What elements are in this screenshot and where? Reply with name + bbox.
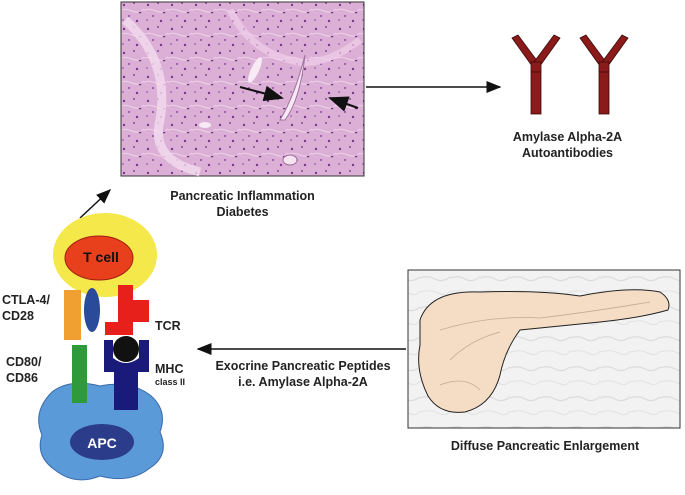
antibody-label-line1: Amylase Alpha-2A bbox=[512, 130, 623, 144]
ctla4-label-line2: CD28 bbox=[2, 309, 34, 323]
histology-caption-line2: Diabetes bbox=[216, 205, 269, 219]
histology-image bbox=[120, 1, 365, 177]
peptides-label-line2: i.e. Amylase Alpha-2A bbox=[238, 375, 368, 389]
tcr-receptor bbox=[105, 285, 149, 335]
t-cell-nucleus bbox=[64, 235, 134, 281]
tcr-label: TCR bbox=[155, 319, 181, 333]
cd80-ligand bbox=[72, 345, 87, 403]
ctla4-label-line1: CTLA-4/ bbox=[2, 293, 50, 307]
peptides-label-line1: Exocrine Pancreatic Peptides bbox=[215, 359, 391, 373]
apc-nucleus bbox=[70, 424, 134, 460]
immune-synapse bbox=[38, 213, 164, 481]
peptide-ball bbox=[113, 336, 139, 362]
histology-caption: Pancreatic Inflammation Diabetes bbox=[130, 188, 355, 220]
histology-arrow-right bbox=[328, 96, 359, 112]
histology-caption-line1: Pancreatic Inflammation bbox=[170, 189, 315, 203]
ctla4-receptor bbox=[64, 290, 81, 340]
mhc-molecule bbox=[104, 340, 149, 410]
arrow-to-histology bbox=[79, 188, 112, 219]
mhc-label-sub: class II bbox=[155, 377, 186, 387]
antibody-label-line2: Autoantibodies bbox=[522, 146, 613, 160]
t-cell-label: T cell bbox=[83, 249, 119, 265]
antibody-icon bbox=[579, 34, 629, 115]
mhc-label: MHC class II bbox=[155, 361, 185, 388]
cd80-label-line2: CD86 bbox=[6, 371, 38, 385]
apc-label: APC bbox=[87, 435, 117, 451]
histology-arrow-left bbox=[239, 85, 284, 102]
antibody-icon bbox=[511, 34, 561, 115]
cd80-label-line1: CD80/ bbox=[6, 355, 42, 369]
cd28-ellipse bbox=[84, 288, 100, 332]
antibody-label: Amylase Alpha-2A Autoantibodies bbox=[490, 129, 645, 161]
peptides-label: Exocrine Pancreatic Peptides i.e. Amylas… bbox=[198, 358, 408, 390]
cd80-label: CD80/ CD86 bbox=[6, 354, 41, 386]
pancreas-image bbox=[407, 269, 681, 429]
pancreas-caption: Diffuse Pancreatic Enlargement bbox=[450, 439, 640, 453]
ctla4-label: CTLA-4/ CD28 bbox=[2, 292, 50, 324]
mhc-label-main: MHC bbox=[155, 362, 184, 376]
